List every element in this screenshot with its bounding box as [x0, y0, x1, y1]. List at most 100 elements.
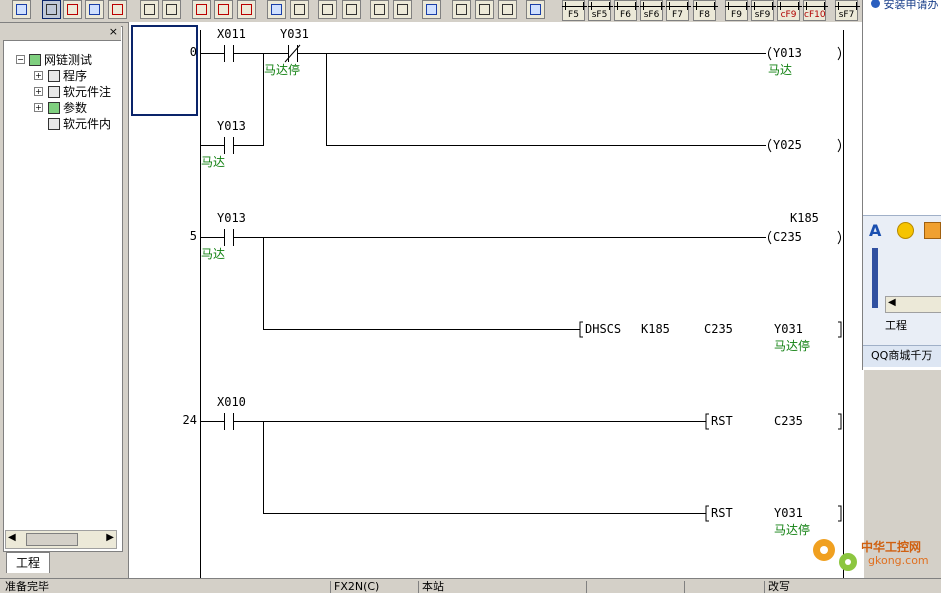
- function-key-f9[interactable]: F9: [725, 0, 750, 21]
- ladder-view-icon[interactable]: [42, 0, 61, 19]
- coil-y025-right: [837, 138, 841, 153]
- function-key-f6[interactable]: F6: [614, 0, 639, 21]
- instruction-operand: C235: [774, 414, 803, 428]
- tree-item-label: 软元件注: [63, 85, 112, 99]
- emoji-icon[interactable]: [897, 222, 914, 239]
- function-key-sf7[interactable]: sF7: [835, 0, 860, 21]
- qq-side-panel: 安装申请办 A ◀ 工程 QQ商城千万: [862, 0, 941, 370]
- entry-monitor-icon[interactable]: [267, 0, 286, 19]
- project-icon[interactable]: [12, 0, 31, 19]
- function-key-f5[interactable]: F5: [562, 0, 587, 21]
- write-plc-icon[interactable]: [162, 0, 181, 19]
- function-key-cf10[interactable]: cF10: [803, 0, 828, 21]
- expand-icon[interactable]: +: [34, 71, 43, 80]
- monitor-start-icon[interactable]: [192, 0, 211, 19]
- step-number: 24: [182, 413, 197, 427]
- collapse-icon[interactable]: −: [16, 55, 25, 64]
- scroll-right-icon[interactable]: ▶: [106, 532, 114, 543]
- instruction-op: DHSCS: [585, 322, 622, 336]
- qq-tab[interactable]: 工程: [885, 319, 907, 332]
- redo-icon[interactable]: [393, 0, 412, 19]
- contact-label: X011: [217, 27, 246, 41]
- function-key-label: F8: [699, 10, 710, 20]
- function-key-cf9[interactable]: cF9: [777, 0, 802, 21]
- close-icon[interactable]: ×: [108, 25, 118, 38]
- font-icon[interactable]: A: [869, 221, 882, 240]
- convert-all-icon[interactable]: [475, 0, 494, 19]
- tree-item-program[interactable]: 程序: [48, 67, 87, 84]
- batch-monitor-icon[interactable]: [237, 0, 256, 19]
- instruction-op: RST: [711, 414, 733, 428]
- coil-label: Y013: [773, 46, 802, 60]
- function-key-label: F7: [672, 10, 683, 20]
- contact-y031-nc-slash: [284, 44, 301, 63]
- ladder-symbol-icon: [803, 2, 828, 10]
- device-comment: 马达: [768, 63, 793, 77]
- convert-online-icon[interactable]: [498, 0, 517, 19]
- function-key-f7[interactable]: F7: [666, 0, 691, 21]
- qq-notice[interactable]: 安装申请办: [871, 0, 939, 12]
- gift-icon[interactable]: [924, 222, 941, 239]
- parameter-icon: [48, 102, 60, 114]
- find-icon[interactable]: [422, 0, 441, 19]
- ladder-symbol-icon: [562, 2, 587, 10]
- ladder-symbol-icon: [614, 2, 639, 10]
- device-test-icon[interactable]: [290, 0, 309, 19]
- instruction-operand: C235: [704, 322, 733, 336]
- device-comment: 马达: [201, 155, 226, 169]
- ladder-symbol-icon: [666, 2, 691, 10]
- tree-horizontal-scrollbar[interactable]: ◀ ▶: [5, 530, 117, 549]
- function-key-sf6[interactable]: sF6: [640, 0, 665, 21]
- function-key-label: cF10: [804, 10, 826, 20]
- instruction-operand: Y031: [774, 506, 803, 520]
- coil-y013-left: [768, 46, 772, 61]
- expand-icon[interactable]: +: [34, 103, 43, 112]
- device-edit-icon[interactable]: [108, 0, 127, 19]
- coil-label: Y025: [773, 138, 802, 152]
- tree-root[interactable]: 网链测试: [29, 51, 92, 68]
- function-key-label: sF9: [754, 10, 771, 20]
- function-key-label: sF6: [643, 10, 660, 20]
- function-key-f8[interactable]: F8: [693, 0, 718, 21]
- function-key-sf9[interactable]: sF9: [751, 0, 776, 21]
- list-view-icon[interactable]: [63, 0, 82, 19]
- ladder-symbol-icon: [725, 2, 750, 10]
- scroll-thumb[interactable]: [26, 533, 78, 546]
- convert-icon[interactable]: [452, 0, 471, 19]
- undo-icon[interactable]: [370, 0, 389, 19]
- status-bar: 准备完毕 FX2N(C) 本站 改写: [0, 578, 941, 593]
- coil-c235-right: [837, 230, 841, 245]
- tree-item-device-comment[interactable]: 软元件注: [48, 83, 111, 100]
- step-number: 0: [189, 45, 197, 59]
- function-key-sf5[interactable]: sF5: [588, 0, 613, 21]
- tree-item-parameter[interactable]: 参数: [48, 99, 87, 116]
- scroll-left-icon[interactable]: ◀: [888, 297, 896, 308]
- rst2-bracket-left: [705, 505, 709, 522]
- tab-project[interactable]: 工程: [6, 552, 50, 573]
- qq-shop-banner[interactable]: QQ商城千万: [863, 345, 941, 367]
- insert-row-icon[interactable]: [318, 0, 337, 19]
- ladder-editor[interactable]: [128, 22, 864, 578]
- device-comment: 马达停: [774, 523, 811, 537]
- tree-root-label: 网链测试: [44, 53, 93, 67]
- constant-label: K185: [790, 211, 819, 225]
- scroll-left-icon[interactable]: ◀: [8, 532, 16, 543]
- status-empty-2: [684, 581, 760, 593]
- tree-item-label: 参数: [63, 101, 88, 115]
- comment-icon[interactable]: [526, 0, 545, 19]
- monitor-stop-icon[interactable]: [214, 0, 233, 19]
- expand-icon[interactable]: +: [34, 87, 43, 96]
- qq-scrollbar[interactable]: ◀: [885, 296, 941, 313]
- rst1-bracket-right: [838, 413, 842, 430]
- contact-label: X010: [217, 395, 246, 409]
- monitor-icon[interactable]: [85, 0, 104, 19]
- project-folder-icon: [29, 54, 41, 66]
- delete-row-icon[interactable]: [342, 0, 361, 19]
- read-plc-icon[interactable]: [140, 0, 159, 19]
- function-key-label: sF5: [591, 10, 608, 20]
- ladder-symbol-icon: [640, 2, 665, 10]
- project-tree-panel: [3, 26, 123, 552]
- function-key-label: F9: [731, 10, 742, 20]
- tree-item-device-memory[interactable]: 软元件内: [48, 115, 111, 132]
